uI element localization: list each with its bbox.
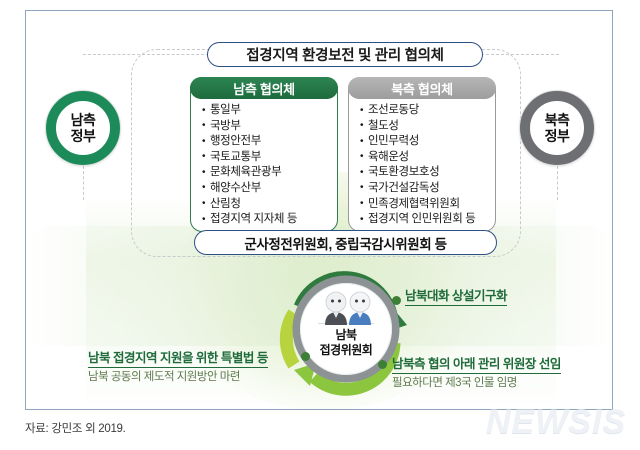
list-item: 국가건설감독성: [360, 180, 495, 197]
annotation-chair: 남북측 협의 아래 관리 위원장 선임 필요하다면 제3국 인물 임명: [392, 355, 561, 391]
panel-north-list: 조선로동당 철도성 인민무력성 육해운성 국토환경보호성 국가건설감독성 민족경…: [349, 103, 495, 228]
list-item: 산림청: [202, 196, 337, 213]
gov-south-line2: 정부: [70, 128, 96, 144]
list-item: 접경지역 인민위원회 등: [360, 212, 495, 228]
annotation-dialogue: 남북대화 상설기구화: [405, 287, 507, 306]
connector-dot-chair: [378, 360, 387, 369]
list-item: 조선로동당: [360, 103, 495, 119]
annotation-law: 남북 접경지역 지원을 위한 특별법 등 남북 공동의 제도적 지원방안 마련: [88, 349, 268, 385]
annotation-law-sub: 남북 공동의 제도적 지원방안 마련: [88, 371, 240, 383]
government-circle-south: 남측 정부: [46, 91, 120, 165]
gov-connector-left: [83, 166, 84, 200]
list-item: 국토환경보호성: [360, 165, 495, 181]
panel-north-header: 북측 협의체: [348, 77, 496, 99]
annotation-chair-sub: 필요하다면 제3국 인물 임명: [392, 377, 517, 389]
center-label-line2: 접경위원회: [319, 342, 373, 357]
list-item: 국토교통부: [202, 149, 337, 166]
annotation-dialogue-title: 남북대화 상설기구화: [405, 289, 507, 306]
diagram-title: 접경지역 환경보전 및 관리 협의체: [207, 42, 483, 67]
list-item: 해양수산부: [202, 180, 337, 197]
annotation-chair-title: 남북측 협의 아래 관리 위원장 선임: [392, 357, 561, 374]
list-item: 국방부: [202, 118, 337, 135]
list-item: 문화체육관광부: [202, 165, 337, 181]
center-committee-circle: 남북 접경위원회: [300, 283, 392, 375]
title-connector-left: [83, 54, 209, 55]
annotation-law-title: 남북 접경지역 지원을 위한 특별법 등: [88, 351, 268, 368]
panel-south-consultative-body: 남측 협의체 통일부 국방부 행정안전부 국토교통부 문화체육관광부 해양수산부…: [190, 77, 338, 232]
connector-dot-dialogue: [392, 296, 401, 305]
list-item: 민족경제협력위원회: [360, 196, 495, 213]
armistice-commission-label: 군사정전위원회, 중립국감시위원회 등: [194, 230, 497, 255]
two-people-icon: [325, 291, 371, 325]
title-connector-right: [481, 54, 559, 55]
list-item: 인민무력성: [360, 134, 495, 150]
diagram-frame: 접경지역 환경보전 및 관리 협의체 남측 정부 북측 정부 남측 협의체 통일…: [25, 10, 613, 410]
list-item: 통일부: [202, 103, 337, 119]
gov-north-line1: 북측: [544, 112, 570, 128]
gov-connector-right: [557, 166, 558, 200]
newsis-watermark: NEWSIS: [485, 403, 626, 441]
list-item: 철도성: [360, 118, 495, 135]
connector-dot-law: [301, 352, 310, 361]
list-item: 접경지역 지자체 등: [202, 212, 337, 228]
panel-south-header: 남측 협의체: [190, 77, 338, 99]
gov-south-line1: 남측: [70, 112, 96, 128]
gov-north-line2: 정부: [544, 128, 570, 144]
panel-north-consultative-body: 북측 협의체 조선로동당 철도성 인민무력성 육해운성 국토환경보호성 국가건설…: [348, 77, 496, 232]
panel-south-list: 통일부 국방부 행정안전부 국토교통부 문화체육관광부 해양수산부 산림청 접경…: [191, 103, 337, 228]
source-note: 자료: 강민조 외 2019.: [25, 423, 126, 435]
center-label-line1: 남북: [335, 328, 357, 342]
list-item: 육해운성: [360, 149, 495, 166]
list-item: 행정안전부: [202, 134, 337, 150]
government-circle-north: 북측 정부: [520, 91, 594, 165]
